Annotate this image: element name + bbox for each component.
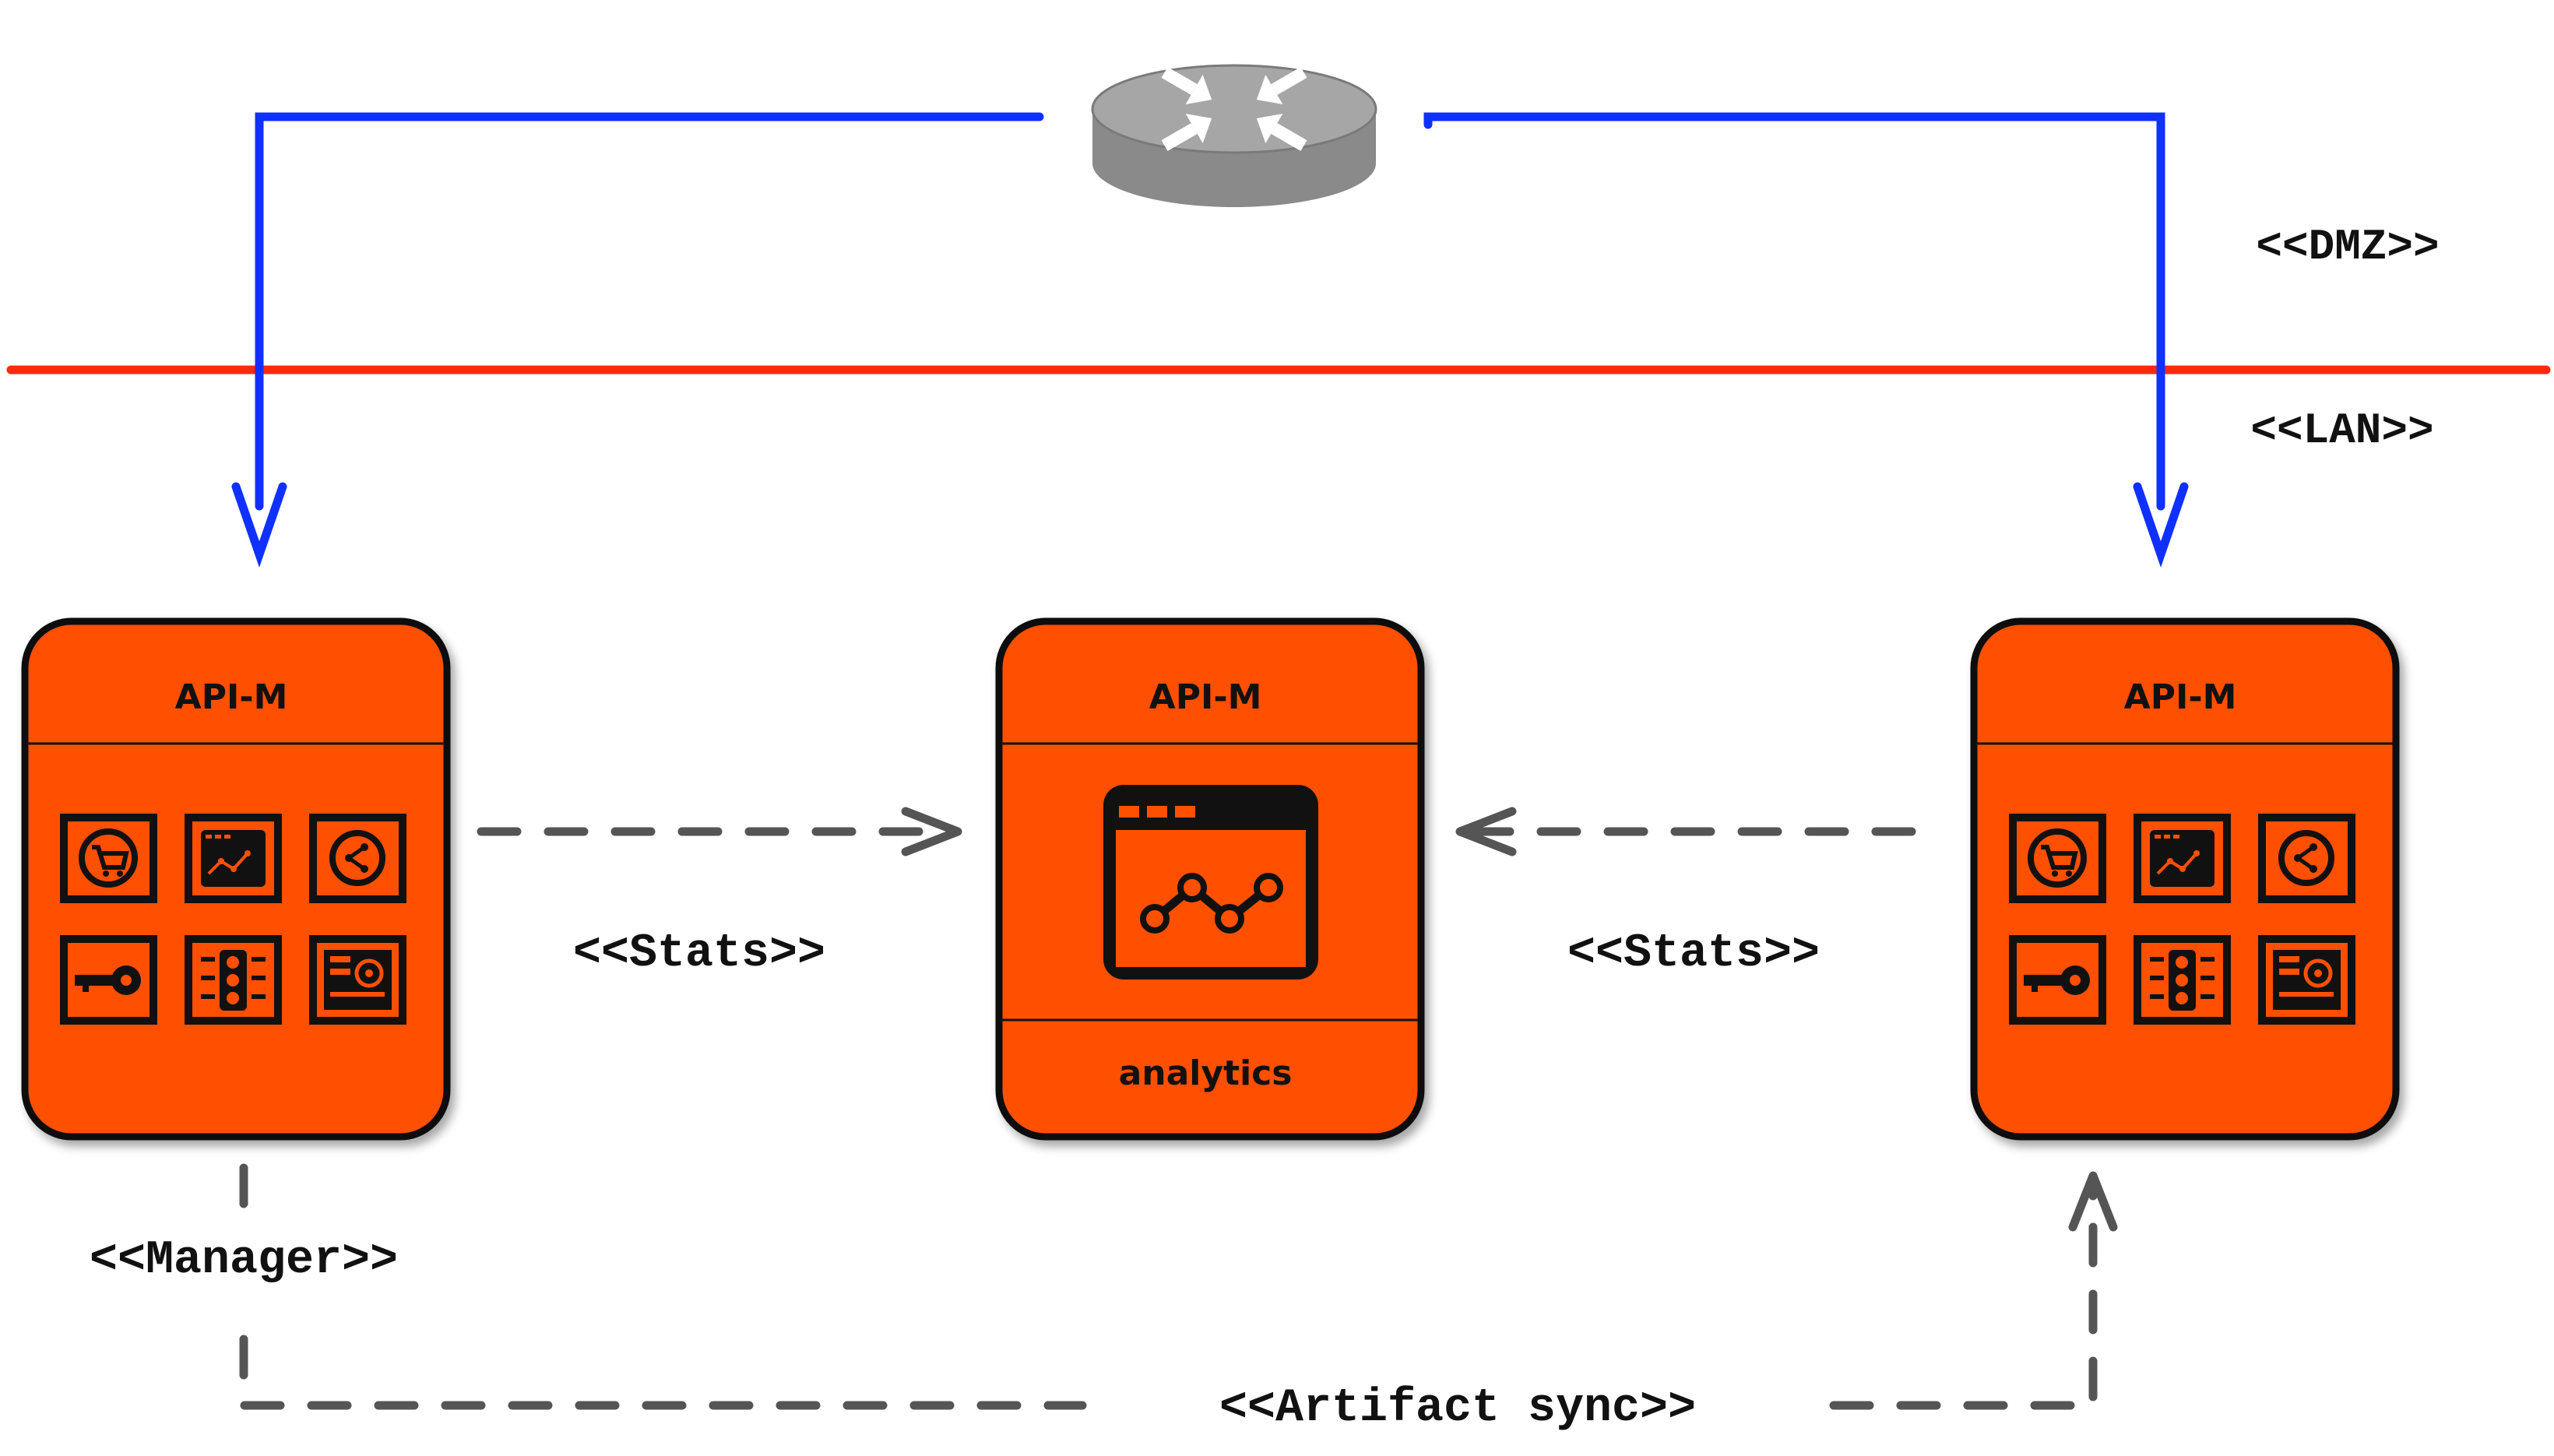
share-icon — [2258, 814, 2355, 903]
api-m-node-right: API-M — [1970, 617, 2400, 1141]
component-icons — [60, 814, 406, 1025]
api-m-node-left: API-M — [21, 617, 451, 1141]
router-to-right-link — [1423, 112, 2189, 568]
node-title: API-M — [1149, 677, 1262, 717]
artifact-sync-edge — [239, 1163, 2118, 1410]
share-icon — [309, 814, 406, 903]
stats-label-right: <<Stats>> — [1567, 927, 1820, 980]
artifact-sync-label: <<Artifact sync>> — [1219, 1382, 1696, 1435]
publisher-icon — [185, 814, 282, 903]
lan-label: <<LAN>> — [2250, 406, 2433, 455]
dmz-label: <<DMZ>> — [2256, 222, 2439, 272]
store-icon — [2009, 814, 2106, 903]
gateway-server-icon — [2258, 935, 2355, 1025]
api-m-node-analytics: API-M analytics — [995, 617, 1425, 1141]
node-footer: analytics — [1119, 1053, 1293, 1093]
key-icon — [60, 935, 157, 1025]
node-title: API-M — [175, 677, 288, 717]
gateway-server-icon — [309, 935, 406, 1025]
manager-label: <<Manager>> — [90, 1234, 398, 1287]
store-icon — [60, 814, 157, 903]
router-to-left-link — [231, 112, 1044, 568]
router-icon — [1091, 64, 1377, 207]
publisher-icon — [2134, 814, 2231, 903]
component-icons — [2009, 814, 2355, 1025]
traffic-light-icon — [2134, 935, 2231, 1025]
traffic-light-icon — [185, 935, 282, 1025]
stats-edge-left — [477, 807, 962, 856]
key-icon — [2009, 935, 2106, 1025]
node-title: API-M — [2124, 677, 2237, 717]
stats-label-left: <<Stats>> — [573, 927, 825, 980]
analytics-dashboard-icon — [1103, 785, 1318, 979]
stats-edge-right — [1455, 807, 1916, 856]
